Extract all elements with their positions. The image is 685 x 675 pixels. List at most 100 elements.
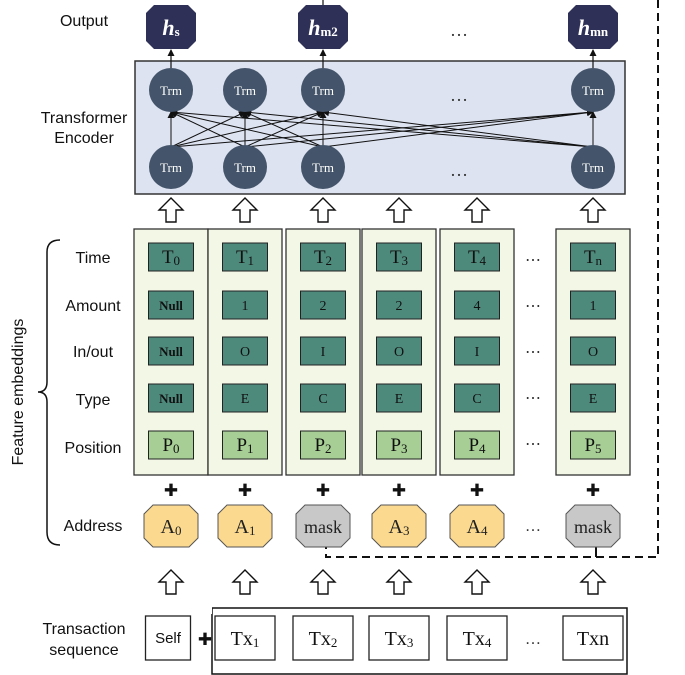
position-value-3-subscript: 3	[401, 441, 408, 456]
time-cell	[222, 242, 268, 272]
inout-cell	[570, 336, 616, 366]
trm-circle	[223, 145, 267, 189]
amount-cell	[222, 290, 268, 320]
trm-node-bottom: Trm	[301, 145, 345, 189]
type-value: Null	[159, 391, 183, 406]
address-value-0-subscript: 0	[175, 523, 182, 538]
amount-cell	[376, 290, 422, 320]
feature-embeddings-label: Feature embeddings	[10, 319, 27, 466]
address-label: Address	[64, 518, 123, 535]
address-token	[217, 504, 273, 548]
trm-circle	[301, 145, 345, 189]
amount-value: 1	[590, 299, 597, 314]
column-up-arrow	[157, 197, 185, 223]
trm-circle	[149, 68, 193, 112]
type-cell	[376, 383, 422, 413]
address-ellipsis: …	[525, 518, 541, 535]
type-cell	[454, 383, 500, 413]
amount-value: 1	[242, 299, 249, 314]
column-ellipsis-position: ⋯	[525, 436, 541, 453]
inout-value: O	[394, 345, 404, 360]
transaction-label-3-subscript: 3	[407, 635, 414, 650]
output-h-1-subscript: m2	[320, 24, 337, 39]
amount-value: 2	[320, 299, 327, 314]
trm-node-bottom: Trm	[149, 145, 193, 189]
column-up-arrow	[385, 197, 413, 223]
type-cell	[300, 383, 346, 413]
time-value-0: T0	[162, 247, 180, 268]
trm-label: Trm	[160, 83, 182, 98]
column-ellipsis-type: ⋯	[525, 390, 541, 407]
time-value-5-subscript: n	[596, 253, 603, 268]
trm-label: Trm	[582, 83, 604, 98]
trm-node-bottom: Trm	[571, 145, 615, 189]
time-value-1-subscript: 1	[248, 253, 255, 268]
transaction-label-1: Tx1	[231, 628, 260, 650]
address-value-5-base: mask	[574, 517, 612, 537]
trm-label: Trm	[582, 160, 604, 175]
transaction-label-3-base: Tx	[385, 628, 407, 650]
position-value-4-subscript: 4	[479, 441, 486, 456]
trm-connections	[167, 109, 597, 148]
time-cell	[148, 242, 194, 272]
position-value-2: P2	[314, 435, 331, 456]
transformer-encoder-box	[134, 60, 626, 195]
amount-cell	[300, 290, 346, 320]
inout-value: I	[321, 345, 326, 360]
transaction-label-2-base: Tx	[309, 628, 331, 650]
position-value-3: P3	[390, 435, 407, 456]
inout-cell	[222, 336, 268, 366]
transaction-label-4-subscript: 4	[485, 635, 492, 650]
trm-arrow	[244, 111, 324, 148]
position-value-3-base: P	[390, 435, 401, 456]
inout-cell	[454, 336, 500, 366]
time-value-3-base: T	[390, 247, 402, 268]
time-value-4-subscript: 4	[480, 253, 487, 268]
txseq-label-line2: sequence	[49, 642, 118, 659]
time-value-5: Tn	[584, 247, 603, 268]
address-value-4-base: A	[467, 516, 482, 538]
position-value-0-subscript: 0	[173, 441, 180, 456]
type-value: C	[472, 392, 481, 407]
address-value-3-subscript: 3	[403, 523, 410, 538]
time-value-1-base: T	[236, 247, 248, 268]
output-h-0: hs	[162, 15, 179, 40]
trm-label: Trm	[312, 160, 334, 175]
position-label: Position	[65, 440, 122, 457]
position-value-0: P0	[162, 435, 179, 456]
transformer-label-line1: Transformer	[41, 110, 128, 127]
address-value-3: A3	[389, 516, 410, 538]
type-value: E	[589, 392, 598, 407]
type-cell	[570, 383, 616, 413]
time-value-4: T4	[468, 247, 487, 268]
transaction-box	[368, 615, 430, 661]
amount-value: 2	[396, 299, 403, 314]
self-label: Self	[155, 630, 182, 647]
time-cell	[570, 242, 616, 272]
address-value-0: A0	[161, 516, 182, 538]
time-value-4-base: T	[468, 247, 480, 268]
type-value: C	[318, 392, 327, 407]
transaction-label-4: Tx4	[463, 628, 492, 650]
address-value-1-subscript: 1	[249, 523, 256, 538]
output-h-0-subscript: s	[175, 24, 180, 39]
inout-cell	[300, 336, 346, 366]
position-value-0-base: P	[162, 435, 173, 456]
transaction-box	[562, 615, 624, 661]
inout-cell	[376, 336, 422, 366]
plus-sign: ✚	[316, 481, 330, 500]
transaction-box	[446, 615, 508, 661]
amount-value: Null	[159, 298, 183, 313]
address-up-arrow	[579, 569, 607, 595]
output-h-1-base: h	[308, 15, 320, 40]
address-up-arrow	[385, 569, 413, 595]
time-value-5-base: T	[584, 247, 596, 268]
column-up-arrow	[463, 197, 491, 223]
address-up-arrow	[463, 569, 491, 595]
output-label: Output	[60, 13, 109, 30]
encoder-ellipsis-bottom: …	[450, 160, 468, 180]
position-value-2-base: P	[314, 435, 325, 456]
address-value-1-base: A	[235, 516, 250, 538]
trm-node-top: Trm	[571, 68, 615, 112]
transaction-ellipsis: …	[525, 631, 541, 648]
